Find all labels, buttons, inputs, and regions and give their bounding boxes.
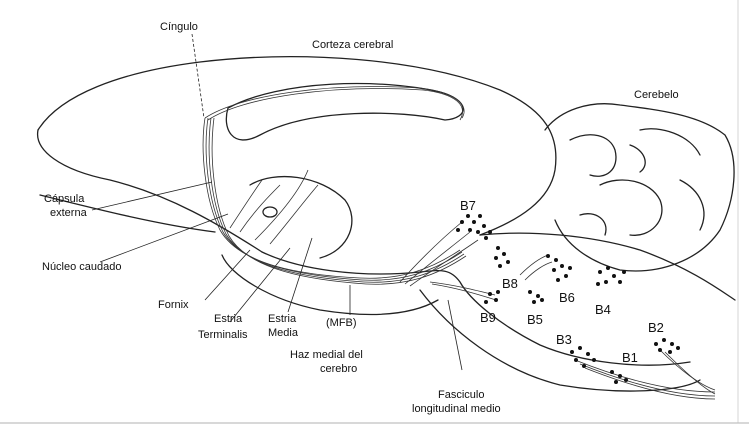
label-b9: B9 <box>480 310 496 325</box>
label-mfb: (MFB) <box>326 317 357 329</box>
label-corteza-cerebral: Corteza cerebral <box>312 39 393 51</box>
cluster-b7 <box>456 214 492 240</box>
label-haz-medial-1: Haz medial del <box>290 349 363 361</box>
label-b6: B6 <box>559 290 575 305</box>
label-capsula-externa-2: externa <box>50 207 88 219</box>
cerebellum <box>545 104 734 271</box>
fiber-bundles <box>203 87 715 399</box>
label-cerebelo: Cerebelo <box>634 89 679 101</box>
cluster-b5 <box>528 290 544 304</box>
label-cingulo: Cíngulo <box>160 21 198 33</box>
label-b4: B4 <box>595 302 611 317</box>
cluster-b1 <box>610 370 628 384</box>
cluster-b8 <box>494 246 510 268</box>
label-capsula-externa-1: Cápsula <box>44 193 85 205</box>
cluster-b3 <box>570 346 596 368</box>
label-b8: B8 <box>502 276 518 291</box>
cluster-b6 <box>546 254 572 282</box>
label-estria-media-2: Media <box>268 327 299 339</box>
label-haz-medial-2: cerebro <box>320 363 357 375</box>
label-estria-terminalis-1: Estria <box>214 313 243 325</box>
label-b2: B2 <box>648 320 664 335</box>
label-fornix: Fornix <box>158 299 189 311</box>
label-b3: B3 <box>556 332 572 347</box>
cluster-b4 <box>596 266 626 286</box>
cluster-b2 <box>654 338 680 354</box>
label-nucleo-caudado: Núcleo caudado <box>42 261 122 273</box>
label-b7: B7 <box>460 198 476 213</box>
nucleus-labels: B7 B8 B9 B5 B6 B4 B3 B1 B2 <box>460 198 664 365</box>
label-estria-terminalis-2: Terminalis <box>198 329 248 341</box>
label-b5: B5 <box>527 312 543 327</box>
label-estria-media-1: Estria <box>268 313 297 325</box>
label-fasciculo-1: Fasciculo <box>438 389 484 401</box>
label-fasciculo-2: longitudinal medio <box>412 403 501 415</box>
label-b1: B1 <box>622 350 638 365</box>
